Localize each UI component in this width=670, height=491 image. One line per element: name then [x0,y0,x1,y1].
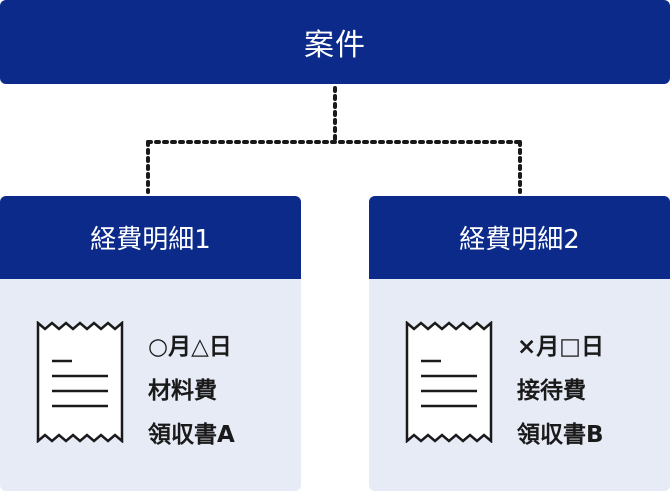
tree-connector [146,86,522,194]
expense-card-2-body: ×月□日 接待費 領収書B [369,279,670,491]
expense-card-2-receipt: 領収書B [517,422,604,448]
expense-card-1: 経費明細1 ○月△日 材料費 領収書A [0,196,301,491]
receipt-icon [36,321,124,443]
expense-card-2-details: ×月□日 接待費 領収書B [517,325,604,457]
expense-card-2-date: ×月□日 [517,334,605,360]
expense-card-1-title: 経費明細1 [90,225,211,255]
expense-card-2-title: 経費明細2 [459,225,580,255]
expense-card-1-date: ○月△日 [148,334,232,360]
expense-card-2-header: 経費明細2 [369,196,670,279]
expense-card-1-receipt: 領収書A [148,422,235,448]
expense-card-1-details: ○月△日 材料費 領収書A [148,325,235,457]
expense-card-1-header: 経費明細1 [0,196,301,279]
expense-card-1-body: ○月△日 材料費 領収書A [0,279,301,491]
expense-card-2-category: 接待費 [517,378,586,404]
expense-card-2: 経費明細2 ×月□日 接待費 領収書B [369,196,670,491]
root-node: 案件 [0,0,670,84]
receipt-icon [405,321,493,443]
root-node-label: 案件 [304,28,366,63]
expense-card-1-category: 材料費 [148,378,217,404]
